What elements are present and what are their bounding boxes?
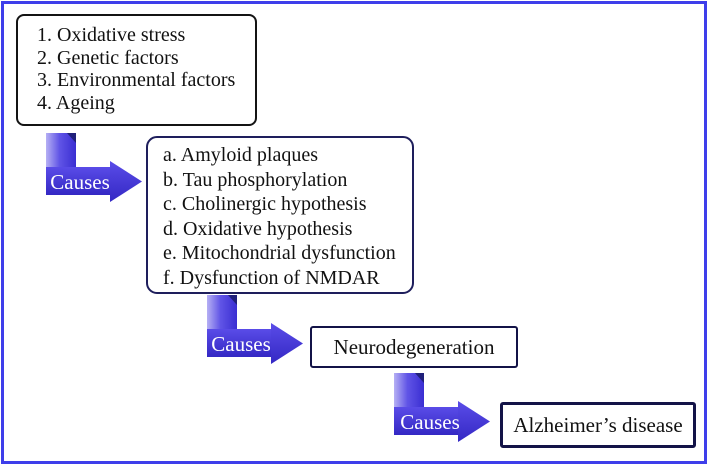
causes-arrow-1: Causes: [46, 133, 142, 202]
arrow-horizontal-bar: [394, 407, 458, 435]
causes-arrow-label: Causes: [50, 170, 110, 194]
neurodegeneration-box: Neurodegeneration: [310, 326, 518, 368]
arrow-vertical-bar: [46, 133, 76, 169]
list-item: 1. Oxidative stress: [37, 24, 186, 46]
arrow-horizontal-bar: [46, 167, 110, 195]
list-item: 2. Genetic factors: [37, 46, 179, 69]
alzheimers-disease-label: Alzheimer’s disease: [513, 412, 683, 437]
neurodegeneration-label: Neurodegeneration: [333, 334, 495, 359]
mechanisms-box: a. Amyloid plaques b. Tau phosphorylatio…: [146, 136, 414, 294]
causes-arrow-3: Causes: [394, 373, 490, 442]
list-item: 4. Ageing: [37, 91, 115, 114]
arrow-horizontal-bar: [207, 329, 271, 357]
list-item: 3. Environmental factors: [37, 69, 236, 92]
arrow-head: [458, 401, 490, 442]
risk-factors-box: 1. Oxidative stress 2. Genetic factors 3…: [16, 14, 257, 126]
list-item: f. Dysfunction of NMDAR: [163, 266, 380, 289]
arrow-fold-corner: [67, 133, 76, 143]
list-item: b. Tau phosphorylation: [163, 168, 348, 191]
arrow-head: [110, 161, 142, 202]
arrow-fold-corner: [228, 295, 237, 305]
causes-arrow-label: Causes: [400, 410, 460, 434]
causes-arrow-2: Causes: [207, 295, 303, 364]
alzheimers-disease-box: Alzheimer’s disease: [500, 402, 696, 448]
list-item: a. Amyloid plaques: [163, 144, 318, 166]
arrow-head: [271, 323, 303, 364]
list-item: e. Mitochondrial dysfunction: [163, 242, 396, 265]
arrow-vertical-bar: [207, 295, 237, 331]
arrow-vertical-bar: [394, 373, 424, 409]
causes-arrow-label: Causes: [211, 332, 271, 356]
list-item: c. Cholinergic hypothesis: [163, 193, 367, 216]
arrow-fold-corner: [415, 373, 424, 383]
list-item: d. Oxidative hypothesis: [163, 217, 353, 240]
